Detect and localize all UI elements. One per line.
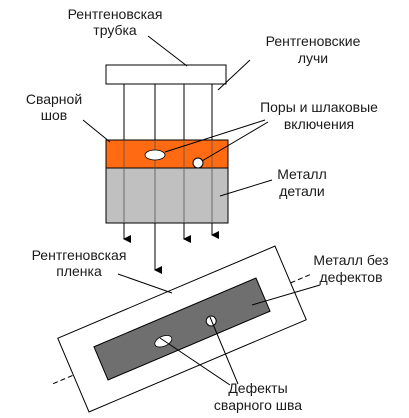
label-weld-seam-1: Сварной xyxy=(26,91,82,107)
label-weld-seam-2: шов xyxy=(41,107,67,123)
leader-slag xyxy=(201,121,269,162)
labels: Рентгеновская трубка Рентгеновские лучи … xyxy=(26,6,389,413)
label-metal-part-2: детали xyxy=(279,183,325,199)
label-xray-film-1: Рентгеновская xyxy=(32,247,127,263)
label-xray-rays-2: лучи xyxy=(298,50,328,66)
metal-part xyxy=(105,167,229,224)
leader-tube xyxy=(147,35,188,67)
leader-nodefect xyxy=(251,284,321,306)
label-metal-no-defects-2: дефектов xyxy=(319,269,382,285)
leader-film xyxy=(117,273,173,294)
xray-film xyxy=(52,245,312,413)
leader-lines xyxy=(82,35,321,386)
label-metal-part-1: Металл xyxy=(277,166,327,182)
label-pores-1: Поры и шлаковые xyxy=(260,99,378,115)
weld-seam xyxy=(105,139,229,169)
xray-tube xyxy=(105,64,227,85)
label-pores-2: включения xyxy=(284,116,354,132)
leader-defect-2 xyxy=(209,316,239,385)
pore-inclusion xyxy=(144,149,166,161)
defect-image-1 xyxy=(154,335,173,348)
label-xray-tube-2: трубка xyxy=(93,22,137,38)
film-axis-left xyxy=(52,374,74,385)
label-metal-no-defects-1: Металл без xyxy=(313,252,388,268)
label-weld-defects-2: сварного шва xyxy=(214,397,302,413)
label-xray-film-2: пленка xyxy=(56,263,102,279)
film-strip xyxy=(93,277,271,381)
film-axis-right xyxy=(290,273,312,284)
label-xray-rays-1: Рентгеновские xyxy=(266,33,361,49)
label-xray-tube-1: Рентгеновская xyxy=(68,6,163,22)
label-weld-defects-1: Дефекты xyxy=(228,380,287,396)
leader-defect-1 xyxy=(159,337,231,386)
leader-weld xyxy=(82,119,111,143)
slag-inclusion xyxy=(192,157,204,169)
leader-metal xyxy=(219,179,273,197)
leader-rays xyxy=(217,59,251,91)
leader-pore xyxy=(164,119,266,153)
